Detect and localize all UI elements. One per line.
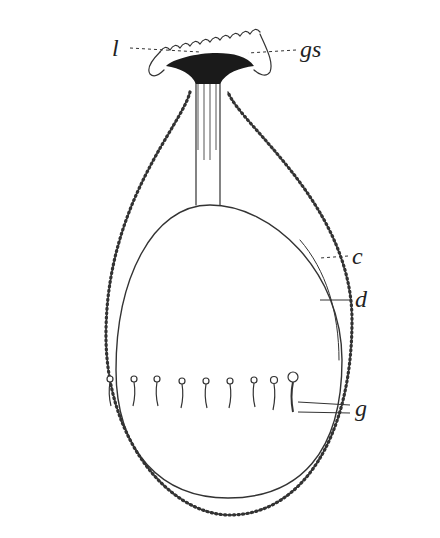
inner-membrane — [116, 205, 342, 498]
lamina — [166, 53, 254, 84]
neck-shading — [198, 84, 216, 160]
part-label: d — [353, 287, 369, 311]
part-label: g — [353, 396, 369, 420]
part-label: l — [110, 36, 121, 60]
outer-wall — [106, 92, 352, 515]
part-label: gs — [298, 37, 323, 61]
leader-lines — [130, 48, 350, 413]
neck — [196, 76, 220, 205]
outer-wall-teeth — [106, 92, 352, 515]
part-label: c — [350, 244, 365, 268]
hanging-bodies — [107, 372, 298, 412]
cap-crest — [160, 29, 260, 52]
